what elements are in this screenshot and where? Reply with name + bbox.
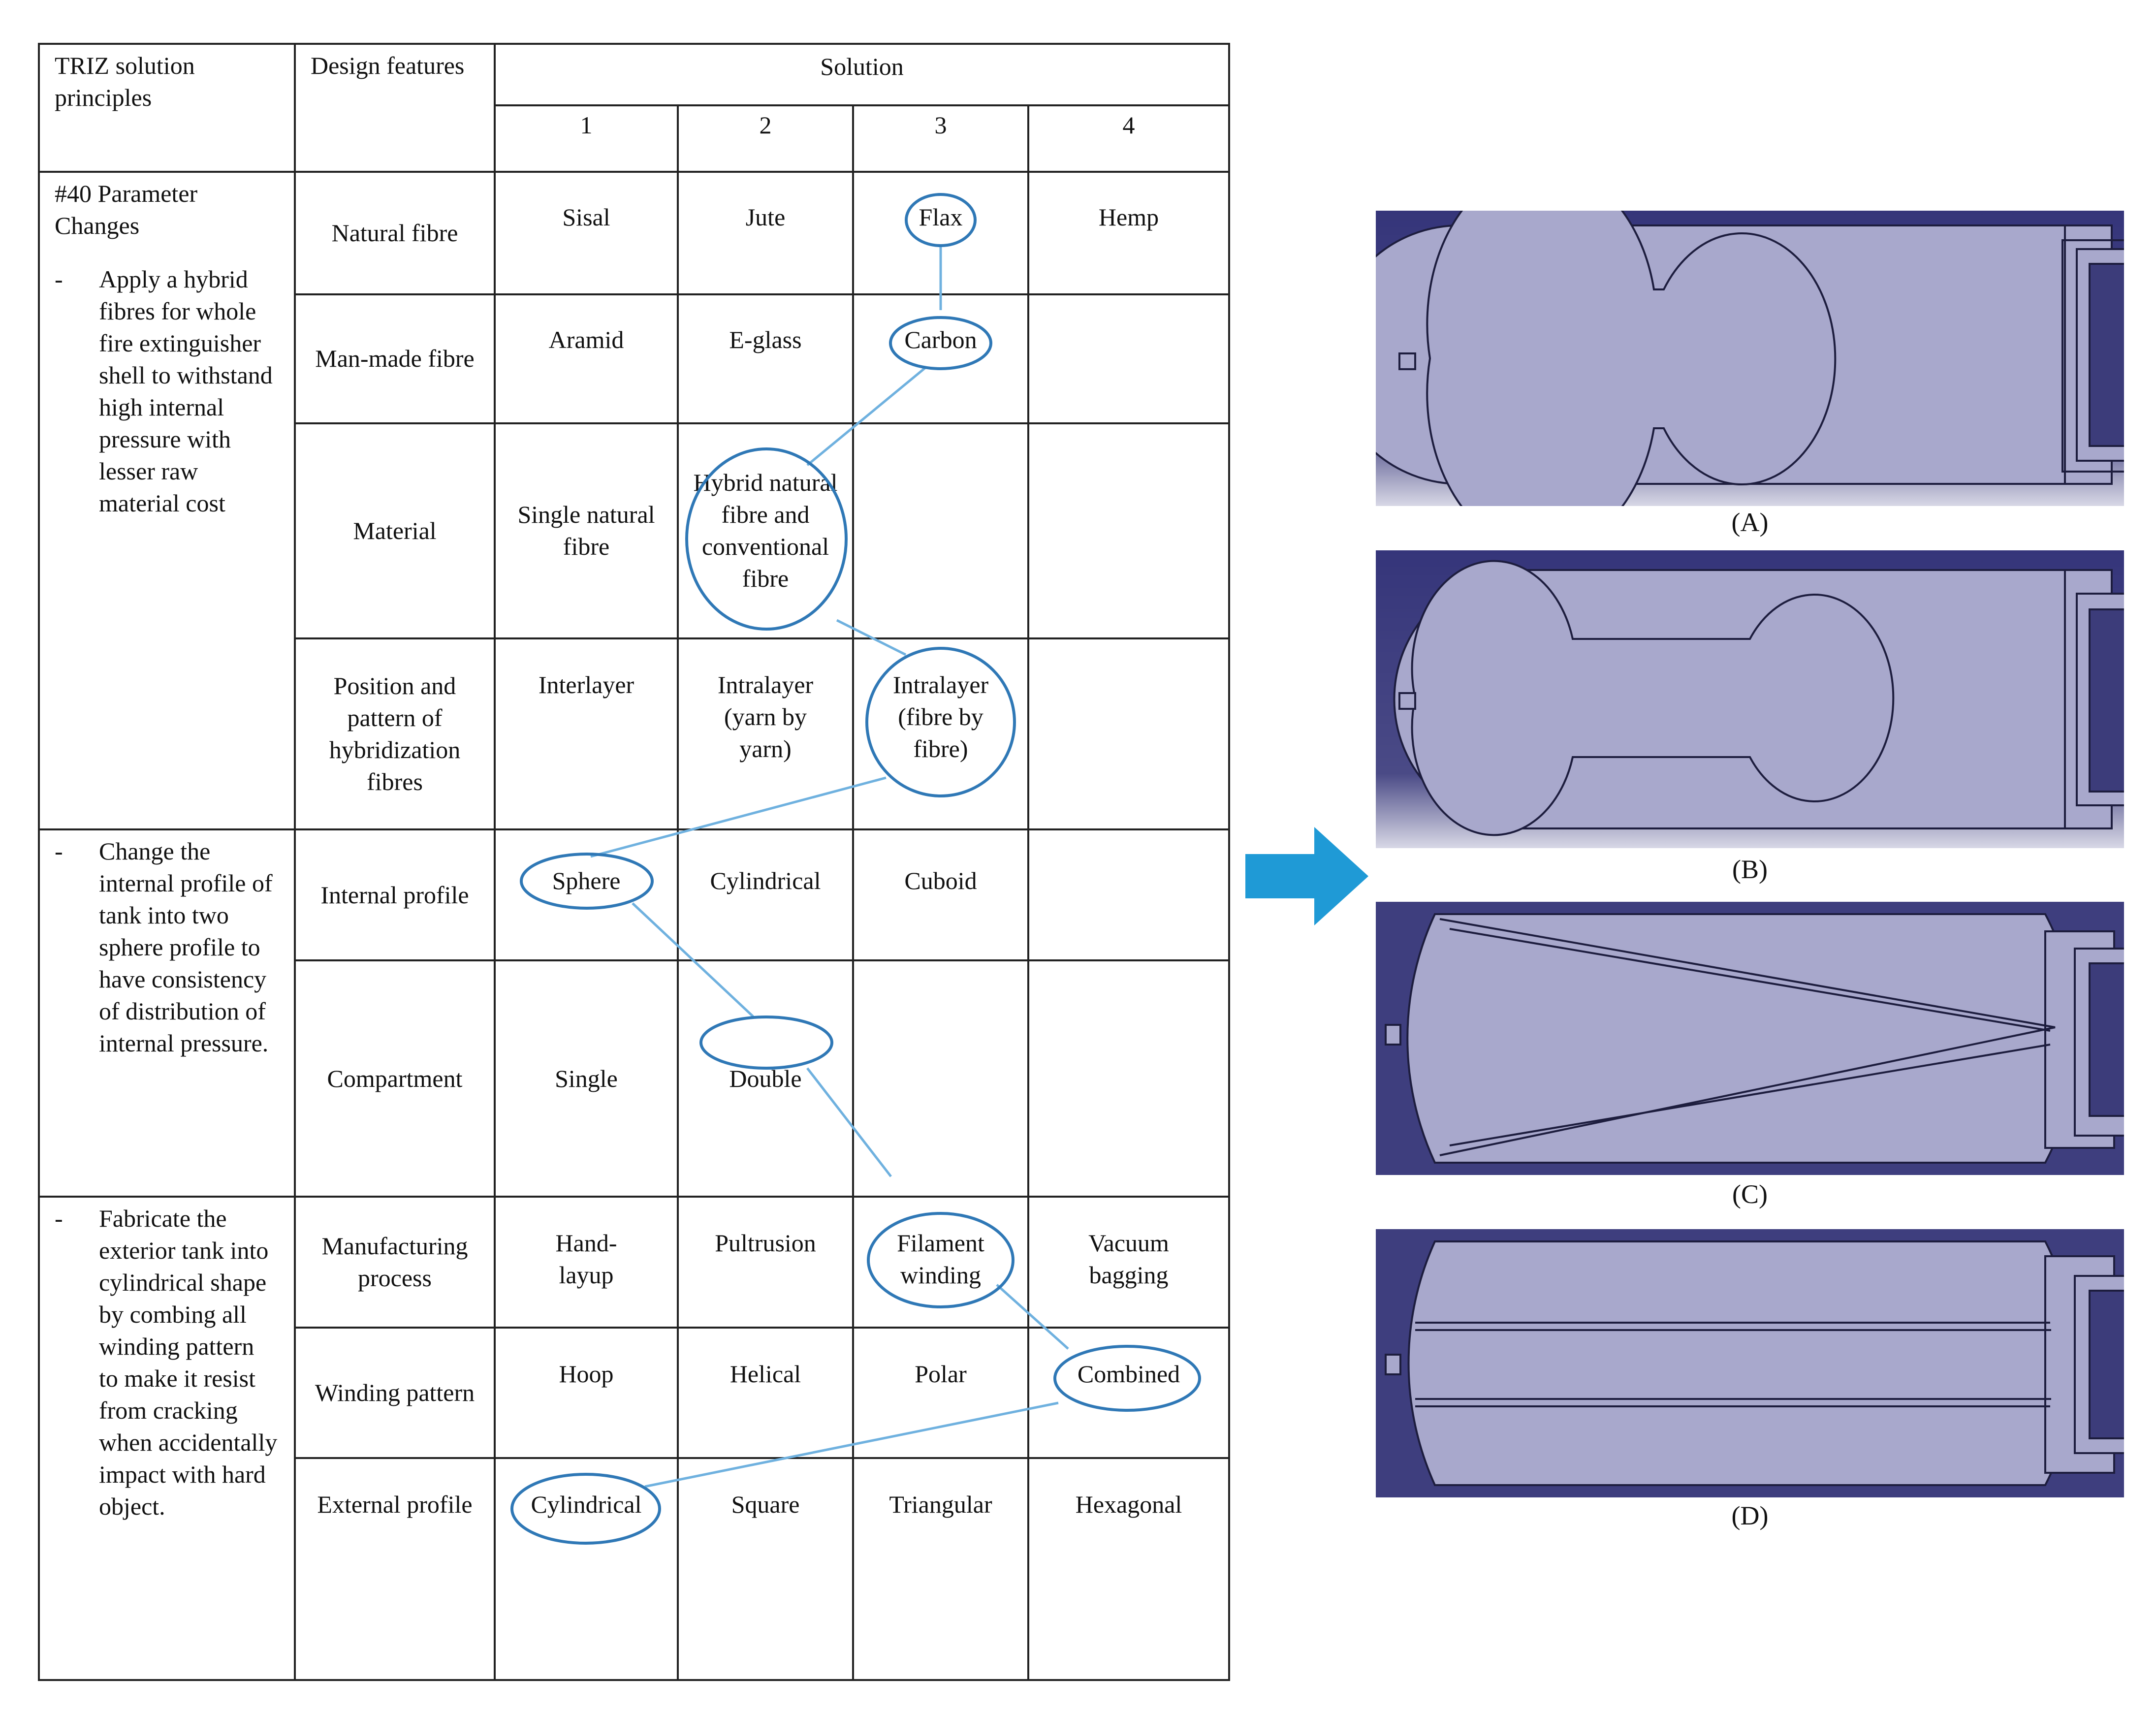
option-cell: Carbon: [852, 293, 1029, 425]
feature-hybridization-position: Position and pattern of hybridization fi…: [294, 637, 496, 831]
option-text: Intralayer (yarn by yarn): [717, 670, 814, 762]
option-cell: Cylindrical: [677, 828, 854, 961]
panel-label: (C): [1732, 1179, 1768, 1209]
feature-internal-profile: Internal profile: [294, 828, 496, 961]
option-cell: Hoop: [494, 1326, 679, 1460]
option-cell: Single natural fibre: [494, 422, 679, 639]
option-cell: Cuboid: [852, 828, 1029, 961]
panel-label: (D): [1731, 1501, 1769, 1530]
option-cell: Hexagonal: [1027, 1457, 1231, 1681]
option-cell: Hand-layup: [494, 1196, 679, 1329]
option-cell: Pultrusion: [677, 1196, 854, 1329]
panel-label: (A): [1731, 508, 1769, 537]
option-text: Hand-layup: [555, 1229, 617, 1289]
option-text: Filament winding: [897, 1229, 984, 1289]
option-cell: Filament winding: [852, 1196, 1029, 1329]
cad-panel-d: [1376, 1229, 2156, 1500]
solution-number: 4: [1027, 104, 1231, 173]
feature-external-profile: External profile: [294, 1457, 496, 1681]
option-cell: Jute: [677, 171, 854, 295]
feature-natural-fibre: Natural fibre: [294, 171, 496, 295]
feature-man-made-fibre: Man-made fibre: [294, 293, 496, 425]
option-cell: Combined: [1027, 1326, 1231, 1460]
option-cell: [852, 959, 1029, 1198]
option-text: Vacuum bagging: [1088, 1229, 1169, 1289]
feature-material: Material: [294, 422, 496, 639]
option-cell: Double: [677, 959, 854, 1198]
option-cell: Hybrid natural fibre and conventional fi…: [677, 422, 854, 639]
option-cell: Aramid: [494, 293, 679, 425]
principle-text: Change the internal profile of tank into…: [55, 835, 279, 1059]
cad-panel-a: [1329, 164, 2156, 553]
option-cell: Cylindrical: [494, 1457, 679, 1681]
option-cell: Single: [494, 959, 679, 1198]
option-cell: Sisal: [494, 171, 679, 295]
principle-text: Apply a hybrid fibres for whole fire ext…: [55, 263, 279, 519]
principle-internal-profile: Change the internal profile of tank into…: [38, 828, 296, 1198]
option-cell: [1027, 637, 1231, 831]
header-solution: Solution: [493, 42, 1231, 107]
option-cell: Helical: [677, 1326, 854, 1460]
triz-morphology-table: TRIZ solution principles Design features…: [38, 42, 1231, 1681]
option-cell: E-glass: [677, 293, 854, 425]
principle-hybrid-fibres: #40 Parameter Changes Apply a hybrid fib…: [38, 171, 296, 831]
solution-number: 3: [852, 104, 1029, 173]
arrow-right-icon: [1245, 827, 1368, 928]
feature-compartment: Compartment: [294, 959, 496, 1198]
principle-exterior-shape: Fabricate the exterior tank into cylindr…: [38, 1196, 296, 1681]
option-cell: Interlayer: [494, 637, 679, 831]
principle-heading: #40 Parameter Changes: [55, 180, 198, 240]
option-cell: Hemp: [1027, 171, 1231, 295]
option-cell: [1027, 422, 1231, 639]
option-cell: Flax: [852, 171, 1029, 295]
panel-label: (B): [1732, 855, 1768, 884]
option-cell: [1027, 959, 1231, 1198]
option-text: Intralayer (fibre by fibre): [892, 670, 989, 762]
option-cell: Triangular: [852, 1457, 1029, 1681]
option-cell: Sphere: [494, 828, 679, 961]
option-cell: Square: [677, 1457, 854, 1681]
principle-text: Fabricate the exterior tank into cylindr…: [55, 1203, 279, 1523]
header-principles: TRIZ solution principles: [38, 42, 296, 173]
option-cell: Polar: [852, 1326, 1029, 1460]
header-features: Design features: [294, 42, 496, 173]
option-cell: [1027, 828, 1231, 961]
option-cell: [852, 422, 1029, 639]
cad-panel-b: [1376, 550, 2156, 851]
option-cell: [1027, 293, 1231, 425]
solution-number: 1: [494, 104, 679, 173]
feature-manufacturing-process: Manufacturing process: [294, 1196, 496, 1329]
option-text: Single natural fibre: [517, 501, 655, 561]
cad-panel-c: [1376, 902, 2156, 1177]
option-cell: Intralayer (fibre by fibre): [852, 637, 1029, 831]
solution-number: 2: [677, 104, 854, 173]
option-cell: Vacuum bagging: [1027, 1196, 1231, 1329]
feature-winding-pattern: Winding pattern: [294, 1326, 496, 1460]
option-text: Hybrid natural fibre and conventional fi…: [693, 469, 838, 593]
option-cell: Intralayer (yarn by yarn): [677, 637, 854, 831]
